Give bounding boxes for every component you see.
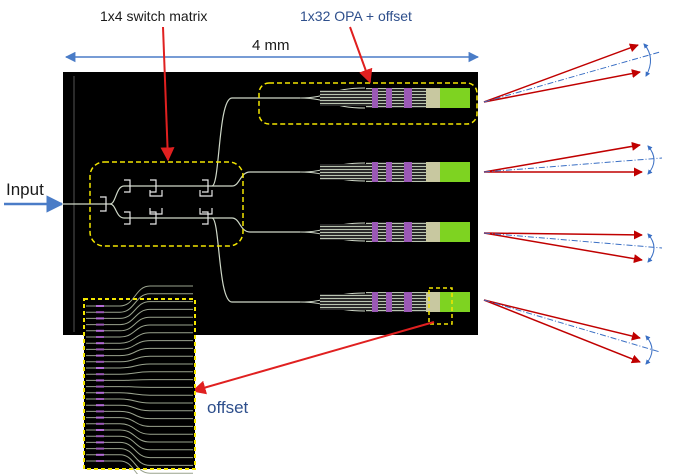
beam-group <box>483 43 661 103</box>
offset-zoom-inset <box>83 285 196 474</box>
opa-row <box>299 162 470 182</box>
opa-pointer <box>349 26 373 84</box>
beam-group <box>483 141 663 177</box>
beam-group <box>483 230 663 264</box>
chip-die <box>63 72 478 335</box>
offset-pointer <box>191 321 435 395</box>
offset-region-highlight <box>428 287 453 325</box>
input-label: Input <box>6 180 44 199</box>
switch-matrix-label: 1x4 switch matrix <box>100 8 208 24</box>
switch-elements <box>100 179 213 225</box>
opa-offset-label: 1x32 OPA + offset <box>300 8 412 24</box>
opa-row <box>299 222 470 242</box>
switch-matrix-pointer <box>160 26 175 162</box>
chip-width-label: 4 mm <box>252 37 290 54</box>
opa-row <box>299 87 470 109</box>
beam-group <box>483 299 661 365</box>
offset-label: offset <box>207 398 249 417</box>
switch-tree-waveguides <box>62 97 300 303</box>
opa-row <box>299 292 470 312</box>
